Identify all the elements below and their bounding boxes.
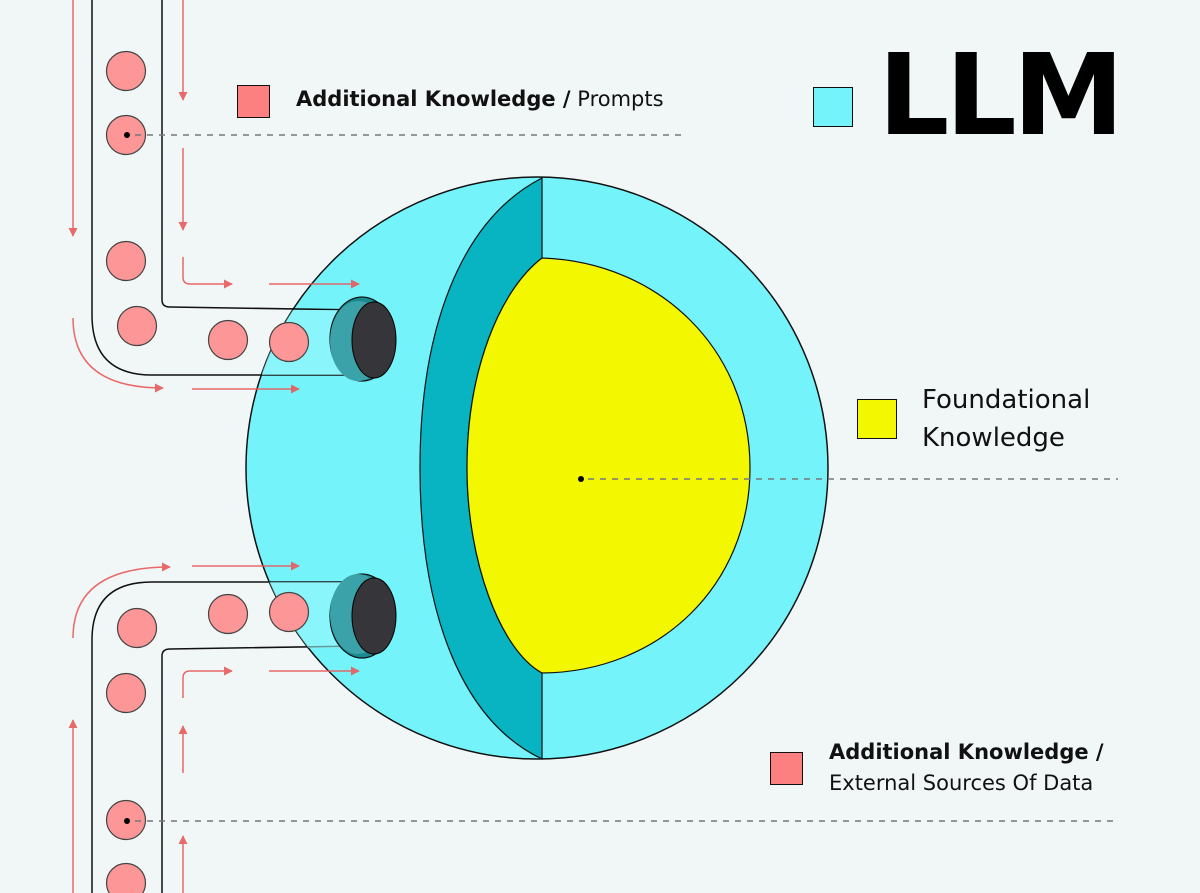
leader-dot — [578, 476, 584, 482]
flow-arrows-bottom — [68, 561, 360, 893]
leader-dot — [124, 818, 130, 824]
flow-arrows-top — [68, 0, 360, 394]
llm-title: LLM — [878, 31, 1124, 161]
pipe-outer-wall-bottom — [91, 581, 362, 893]
llm-swatch-icon — [813, 87, 853, 127]
external-label: Additional Knowledge / External Sources … — [829, 737, 1104, 799]
pipe-inner-wall-bottom — [161, 645, 363, 893]
token — [105, 672, 147, 714]
external-swatch-icon — [770, 752, 803, 785]
external-label-bold: Additional Knowledge / — [829, 740, 1104, 764]
prompts-label: Additional Knowledge / Prompts — [296, 87, 664, 111]
foundational-label-line1: Foundational — [922, 385, 1091, 415]
arrow-curve-right-icon — [72, 562, 171, 639]
pipe-inner-wall-top — [161, 0, 363, 311]
foundational-label: Foundational Knowledge — [922, 381, 1090, 457]
foundational-core — [466, 257, 751, 674]
token — [207, 319, 249, 361]
token — [105, 240, 147, 282]
token — [105, 50, 147, 92]
tokens — [105, 50, 310, 893]
prompts-label-regular: Prompts — [577, 87, 664, 111]
external-label-regular: External Sources Of Data — [829, 771, 1094, 795]
prompts-port-hole — [351, 301, 397, 379]
pipe-outer-wall-top — [91, 0, 362, 376]
token — [116, 305, 158, 347]
token — [268, 321, 310, 363]
token — [268, 591, 310, 633]
token — [207, 593, 249, 635]
leader-lines — [135, 134, 1118, 822]
prompts-label-bold: Additional Knowledge / — [296, 87, 571, 111]
arrow-curve-right-icon — [72, 317, 164, 393]
external-port-hole — [351, 577, 397, 655]
leader-dot — [124, 132, 130, 138]
foundational-label-line2: Knowledge — [922, 423, 1065, 453]
prompts-swatch-icon — [237, 85, 270, 118]
arrow-turn-right-icon — [182, 666, 233, 698]
foundational-swatch-icon — [857, 399, 897, 439]
token — [116, 607, 158, 649]
token — [105, 862, 147, 893]
arrow-turn-right-icon — [182, 257, 233, 289]
